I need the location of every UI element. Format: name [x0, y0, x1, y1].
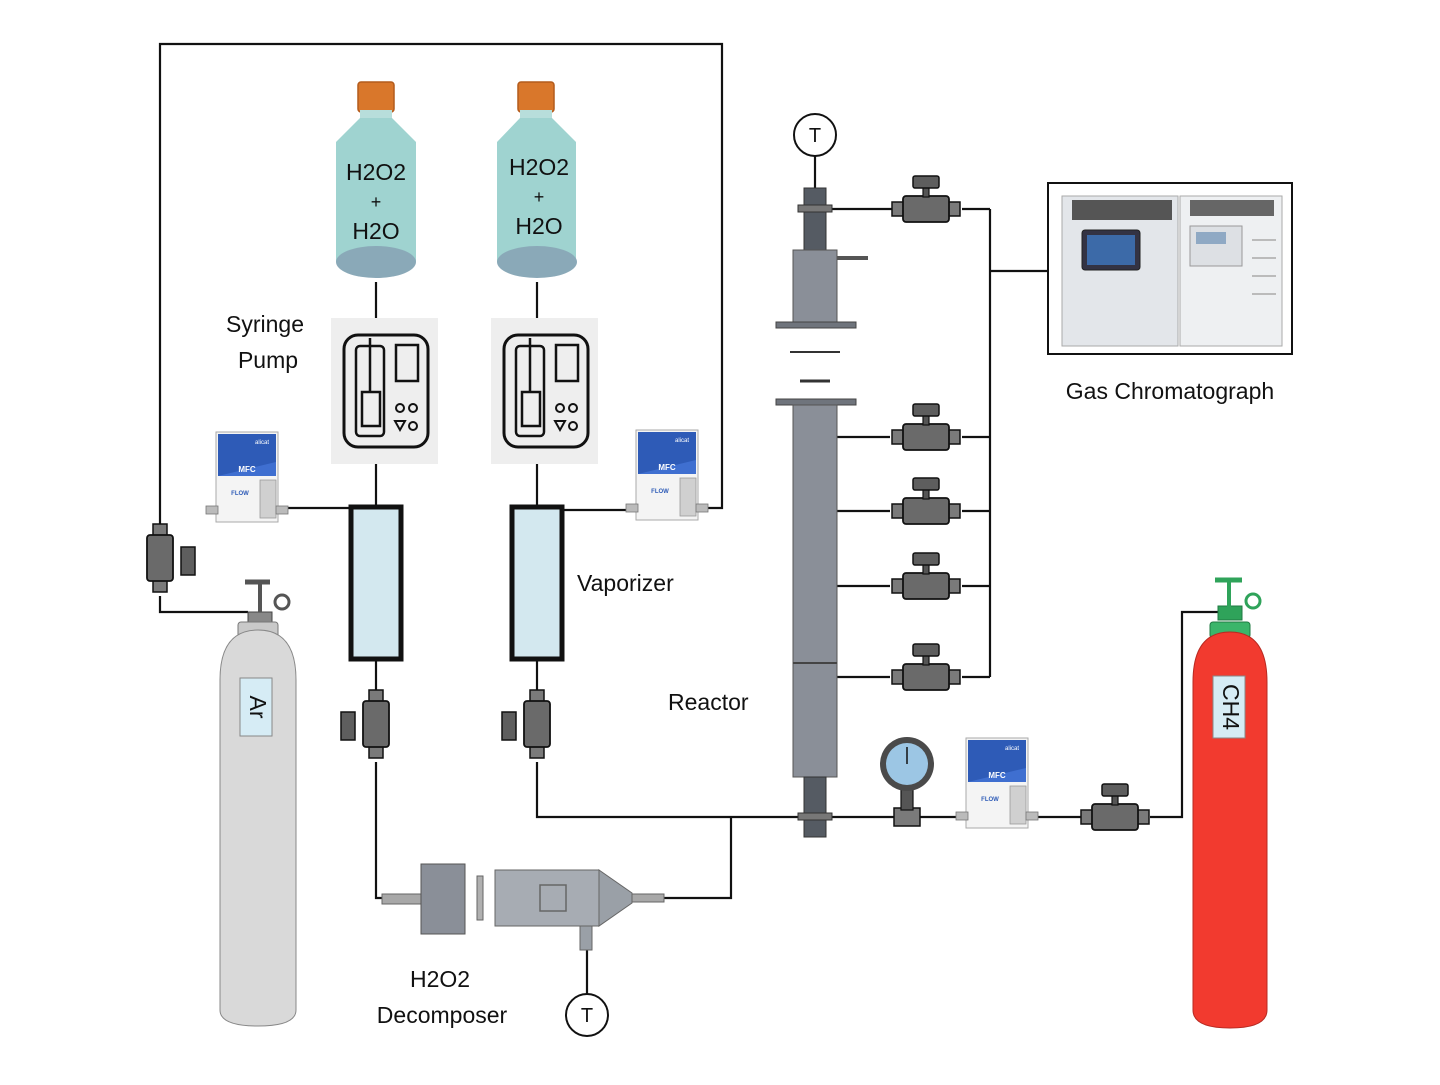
- h2o2-decomposer: [381, 863, 665, 951]
- valve-vaporizer-2-outlet: [523, 689, 551, 759]
- vaporizer-label: Vaporizer: [577, 570, 674, 596]
- bottle-1-line-2: +: [371, 192, 382, 212]
- svg-text:alicat: alicat: [675, 438, 689, 444]
- svg-text:T: T: [581, 1005, 593, 1027]
- valve-methane: [1080, 783, 1150, 831]
- valve-sample-port-1: [891, 403, 961, 451]
- piping: [158, 42, 1218, 996]
- bottle-2-line-3: H2O: [515, 213, 562, 239]
- reactor: [775, 187, 868, 838]
- syringe-pump-1: [331, 318, 438, 464]
- svg-text:FLOW: FLOW: [231, 491, 249, 497]
- mfc-h2o2-line: MFC FLOW alicat: [625, 429, 709, 521]
- thermocouple-reactor: T: [793, 113, 837, 157]
- valve-sample-port-top: [891, 175, 961, 223]
- svg-text:FLOW: FLOW: [651, 489, 669, 495]
- argon-cylinder: Ar: [219, 579, 297, 1027]
- gas-chromatograph: [1047, 182, 1293, 355]
- svg-text:MFC: MFC: [988, 771, 1006, 780]
- decomposer-label-line-2: Decomposer: [377, 1002, 508, 1028]
- bottle-2-line-2: +: [534, 187, 545, 207]
- syringe-pump-label-line-1: Syringe: [226, 311, 304, 337]
- reactor-label: Reactor: [668, 689, 749, 715]
- thermocouple-decomposer: T: [565, 993, 609, 1037]
- mfc-methane: MFC FLOW alicat: [955, 737, 1039, 829]
- methane-cylinder-label: CH4: [1218, 684, 1244, 730]
- valve-vaporizer-1-outlet: [362, 689, 390, 759]
- pressure-gauge: [880, 737, 934, 827]
- vaporizer-1: [348, 504, 404, 662]
- bottle-2-line-1: H2O2: [509, 154, 569, 180]
- argon-cylinder-label: Ar: [245, 696, 271, 719]
- syringe-pump-label-line-2: Pump: [238, 347, 298, 373]
- decomposer-label-line-1: H2O2: [410, 966, 470, 992]
- syringe-pump-2: [491, 318, 598, 464]
- svg-text:alicat: alicat: [255, 440, 269, 446]
- valve-sample-port-2: [891, 477, 961, 525]
- svg-text:FLOW: FLOW: [981, 797, 999, 803]
- gas-chromatograph-label: Gas Chromatograph: [1066, 378, 1274, 404]
- mfc-argon: MFC FLOW alicat: [205, 431, 289, 523]
- svg-text:MFC: MFC: [658, 463, 676, 472]
- reagent-bottle-2: H2O2 + H2O: [497, 81, 577, 278]
- valve-sample-port-4: [891, 643, 961, 691]
- reagent-bottle-1: H2O2 + H2O: [336, 81, 416, 278]
- valve-argon: [146, 523, 174, 593]
- vaporizer-2: [509, 504, 565, 662]
- bottle-1-line-1: H2O2: [346, 159, 406, 185]
- svg-text:alicat: alicat: [1005, 746, 1019, 752]
- bottle-1-line-3: H2O: [352, 218, 399, 244]
- valve-sample-port-3: [891, 552, 961, 600]
- svg-text:MFC: MFC: [238, 465, 256, 474]
- svg-text:T: T: [809, 125, 821, 147]
- methane-cylinder: CH4: [1192, 577, 1268, 1029]
